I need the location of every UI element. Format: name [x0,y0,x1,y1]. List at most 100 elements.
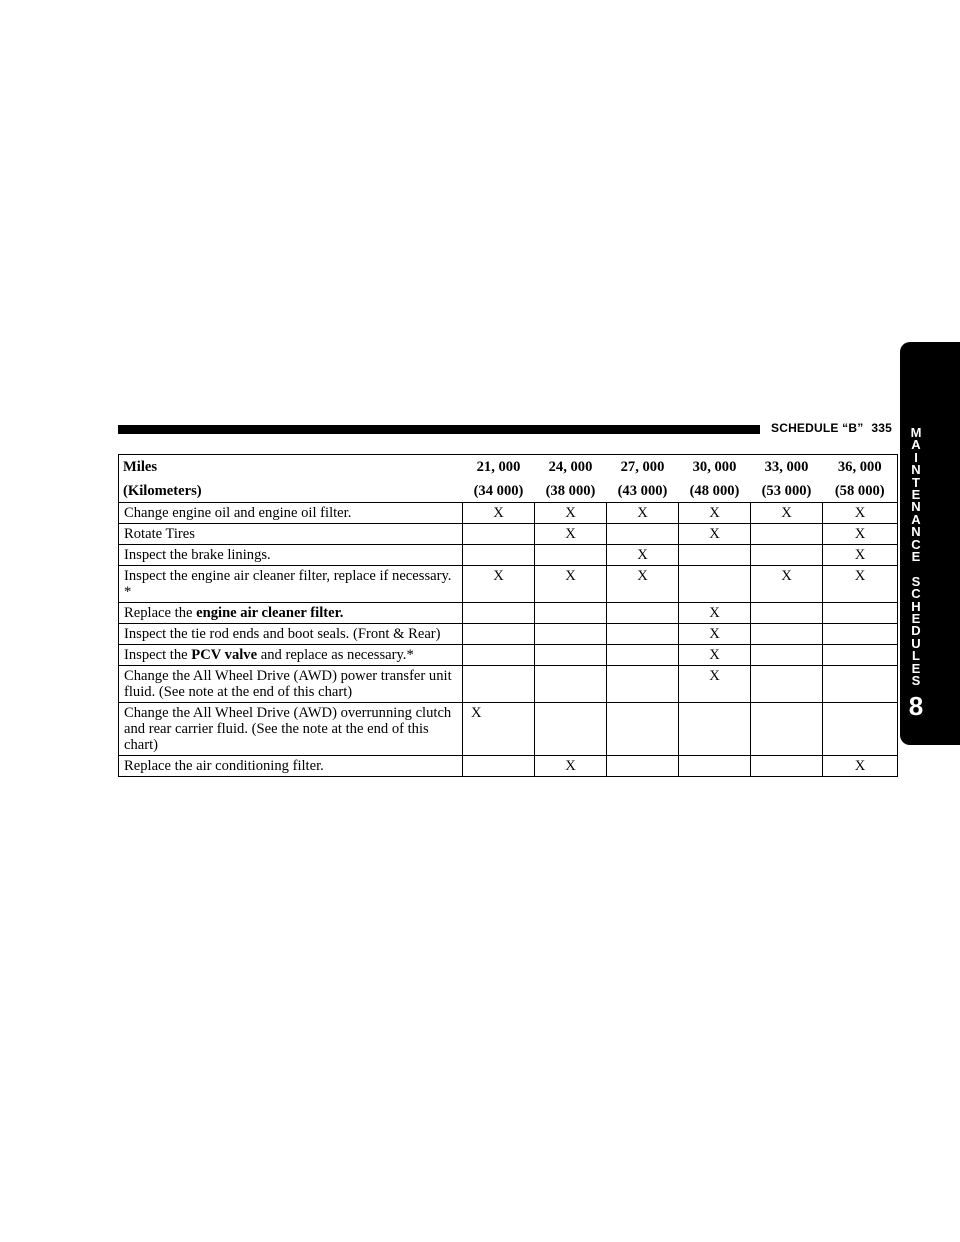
header-km-value: (53 000) [761,483,812,499]
service-text: Inspect the brake linings. [124,547,271,563]
header-label-cell: Miles (Kilometers) [118,454,463,503]
schedule-mark-cell: X [750,502,823,524]
schedule-mark-cell: X [678,665,751,703]
table-row: Change the All Wheel Drive (AWD) overrun… [118,702,898,756]
service-description: Replace the engine air cleaner filter. [118,602,463,624]
side-tab-letter: E [911,611,921,626]
table-header-row: Miles (Kilometers) 21, 000(34 000)24, 00… [118,454,898,503]
service-description: Replace the air conditioning filter. [118,755,463,777]
running-header: SCHEDULE “B”335 [771,421,892,435]
header-miles-value: 36, 000 [837,459,882,475]
service-text: Inspect the engine air cleaner filter, r… [124,568,452,600]
side-tab-letter: S [911,673,921,688]
service-text: Inspect the tie rod ends and boot seals.… [124,626,441,642]
schedule-mark-cell: X [462,565,535,603]
table-row: Inspect the tie rod ends and boot seals.… [118,623,898,645]
schedule-mark-cell [750,644,823,666]
schedule-mark-cell [534,602,607,624]
header-interval-cell: 21, 000(34 000) [462,454,535,503]
schedule-mark-cell [678,755,751,777]
schedule-mark-cell: X [606,565,679,603]
side-tab-letter: M [910,425,922,440]
table-row: Replace the air conditioning filter. X X [118,755,898,777]
schedule-mark-cell: X [534,502,607,524]
side-tab-letter: T [912,474,920,490]
schedule-mark-cell: X [678,623,751,645]
side-tab-letter: N [911,499,921,515]
schedule-mark-cell [462,644,535,666]
schedule-mark-cell [606,602,679,624]
service-description: Rotate Tires [118,523,463,545]
schedule-mark-cell [822,623,898,645]
table-row: Inspect the engine air cleaner filter, r… [118,565,898,603]
schedule-mark-cell [822,702,898,756]
schedule-mark-cell: X [678,644,751,666]
table-row: Replace the engine air cleaner filter. X [118,602,898,624]
schedule-mark-cell: X [606,502,679,524]
schedule-mark-cell [462,623,535,645]
schedule-mark-cell [606,702,679,756]
schedule-mark-cell: X [462,702,535,756]
side-tab-letter: N [911,524,921,540]
schedule-mark-cell [750,755,823,777]
schedule-mark-cell: X [822,502,898,524]
header-interval-cell: 36, 000(58 000) [822,454,898,503]
side-tab-letter: C [911,536,921,552]
header-rule [118,425,760,434]
service-description: Inspect the PCV valve and replace as nec… [118,644,463,666]
service-description: Change the All Wheel Drive (AWD) power t… [118,665,463,703]
schedule-mark-cell [606,523,679,545]
schedule-mark-cell [750,623,823,645]
header-interval-cell: 24, 000(38 000) [534,454,607,503]
side-tab-letter: D [911,623,921,639]
schedule-mark-cell: X [678,602,751,624]
schedule-mark-cell: X [534,523,607,545]
schedule-mark-cell [462,665,535,703]
schedule-mark-cell [534,644,607,666]
schedule-mark-cell [750,523,823,545]
service-text: Change the All Wheel Drive (AWD) overrun… [124,705,452,753]
side-tab-letter: I [914,449,918,465]
header-km-value: (43 000) [617,483,668,499]
schedule-mark-cell [534,544,607,566]
header-interval-cell: 30, 000(48 000) [678,454,751,503]
schedule-mark-cell [534,702,607,756]
side-tab-letter: E [911,487,921,502]
schedule-mark-cell [606,644,679,666]
side-tab-letter: H [911,598,921,614]
service-description: Inspect the brake linings. [118,544,463,566]
schedule-mark-cell [462,755,535,777]
schedule-mark-cell: X [678,523,751,545]
service-text: Change the All Wheel Drive (AWD) power t… [124,668,452,700]
side-tab-letter: E [911,660,921,676]
header-miles-value: 33, 000 [764,459,809,475]
schedule-mark-cell [750,702,823,756]
header-interval-cell: 27, 000 (43 000) [606,454,679,503]
schedule-mark-cell [606,623,679,645]
table-row: Rotate Tires X X X [118,523,898,545]
table-row: Change engine oil and engine oil filter.… [118,502,898,524]
schedule-mark-cell [606,665,679,703]
schedule-mark-cell: X [822,523,898,545]
header-miles-value: 27, 000 [620,459,665,475]
header-miles-value: 24, 000 [548,459,593,475]
header-km-value: (48 000) [689,483,740,499]
schedule-mark-cell [606,755,679,777]
schedule-mark-cell [822,665,898,703]
side-tab-letter: S [911,573,921,589]
schedule-mark-cell: X [822,544,898,566]
side-tab-letter: E [911,549,921,564]
schedule-mark-cell [462,602,535,624]
schedule-mark-cell: X [822,755,898,777]
schedule-mark-cell: X [534,755,607,777]
schedule-mark-cell: X [678,502,751,524]
schedule-mark-cell [750,665,823,703]
service-text: and replace as necessary.* [257,647,414,663]
schedule-mark-cell [822,644,898,666]
schedule-mark-cell [462,544,535,566]
schedule-mark-cell: X [462,502,535,524]
header-miles-label: Miles [123,459,158,475]
side-tab-letter: U [911,635,921,651]
